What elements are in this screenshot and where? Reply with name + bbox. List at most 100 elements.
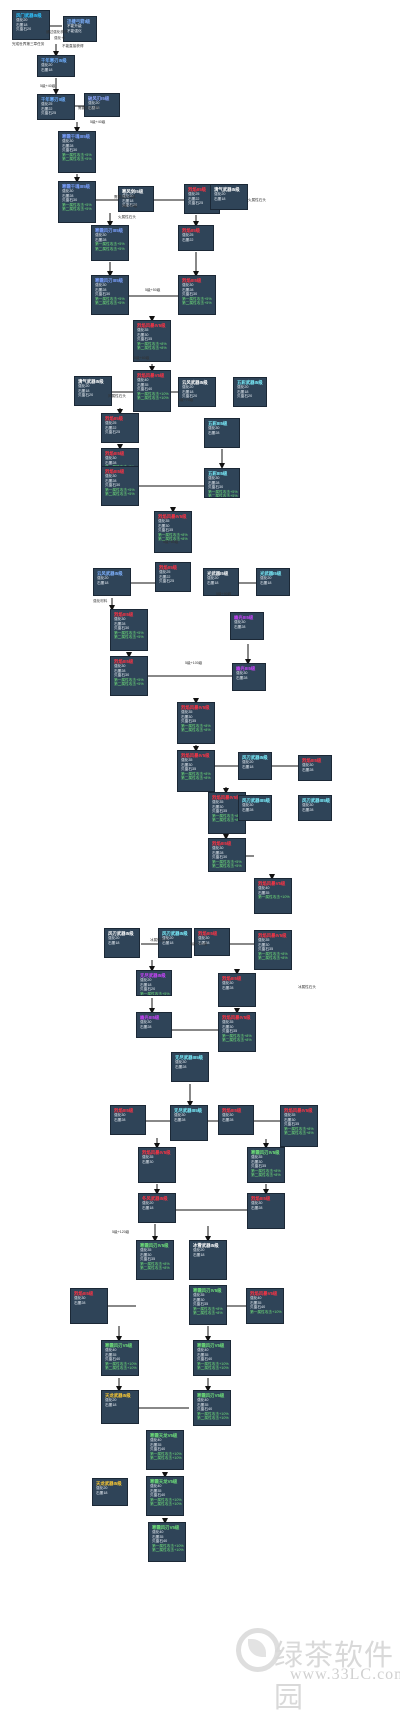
node-title: 烈焰III5级 [251, 1196, 271, 1201]
node-title: 五彩III5级 [208, 471, 228, 476]
node-stat-line: 贝晶石35 [222, 1029, 238, 1034]
node-bonus-line: 第二属性攻击+10% [197, 1416, 229, 1421]
node-bonus-line: 第二属性攻击+8% [137, 346, 167, 351]
node-title: 烈焰II5级 [188, 187, 207, 192]
node-stat-line: 强化40 [137, 378, 149, 383]
node-bonus-line: 第一属性攻击+10% [197, 1411, 229, 1416]
node-stat-line: 贝晶石40 [197, 1407, 213, 1412]
node-stat-line: 强化20 [140, 978, 152, 983]
node-title: 风刃武器III5级 [302, 798, 331, 803]
node-stat-line: 石墨22 [159, 574, 171, 579]
edge-note: 5级+90级 [216, 592, 232, 596]
node-bonus-line: 第一属性攻击+10% [250, 1309, 282, 1314]
node-stat-line: 石墨18 [214, 196, 226, 201]
node-bonus-line: 第一属性攻击+10% [197, 1361, 229, 1366]
node-title: 烈焰III5级 [114, 659, 134, 664]
node-stat-line: 强化30 [302, 763, 314, 768]
node-stat-line: 强化30 [234, 620, 246, 625]
node-stat-line: 石墨18 [96, 1490, 108, 1495]
node-stat-line: 强化20 [41, 63, 53, 68]
node-bonus-line: 第一属性攻击+10% [152, 1543, 184, 1548]
node-bonus-line: 第一属性攻击+5% [114, 630, 144, 635]
node-stat-line: 石墨18 [193, 1252, 205, 1257]
node-title: 烈焰III5级 [222, 976, 242, 981]
node-stat-line: 石墨28 [114, 668, 126, 673]
node-bonus-line: 第二属性攻击+8% [284, 1131, 314, 1136]
node-stat-line: 石墨28 [208, 480, 220, 485]
node-title: 烈焰III5级 [74, 1291, 94, 1296]
node-stat-line: 强化40 [250, 1296, 262, 1301]
edge-note: 5级+40级 [90, 120, 106, 124]
node-stat-line: 贝晶石35 [181, 767, 197, 772]
node-stat-line: 强化25 [105, 421, 117, 426]
edge-note: 5级+80级 [163, 540, 179, 544]
node-title: 寒霜风刃III5级 [95, 278, 124, 283]
node-stat-line: 石墨18 [41, 67, 53, 72]
node-stat-line: 强化40 [150, 1484, 162, 1489]
node-bonus-line: 第二属性攻击+5% [105, 492, 135, 497]
node-bonus-line: 第一属性攻击+8% [251, 1168, 281, 1173]
node-stat-line: 贝晶石40 [197, 1357, 213, 1362]
node-bonus-line: 第一属性攻击+5% [62, 152, 92, 157]
node-stat-line: 强化30 [105, 474, 117, 479]
node-stat-line: 石墨28 [174, 1117, 186, 1122]
node-stat-line: 强化20 [162, 936, 174, 941]
node-stat-line: 强化40 [258, 886, 270, 891]
node-stat-line: 强化20 [237, 385, 249, 390]
node-stat-line: 石墨22 [105, 425, 117, 430]
node-stat-line: 强化30 [114, 617, 126, 622]
node-stat-line: 石墨30 [193, 1297, 205, 1302]
watermark-url: www.33LC.com [290, 1666, 400, 1683]
node-stat-line: 强化40 [197, 1348, 209, 1353]
edge-note: 5级+70级 [178, 398, 194, 402]
node-title: 烈焰风暴V5级 [137, 373, 165, 378]
node-title: 寒霜风刃V5级 [197, 1393, 225, 1398]
node-stat-line: 石墨28 [114, 1117, 126, 1122]
node-title: 清气武器I5级 [214, 187, 240, 192]
node-title: 烈焰风暴IV5级 [181, 753, 210, 758]
node-stat-line: 石墨28 [95, 287, 107, 292]
node-title: 烈焰III5级 [222, 1108, 242, 1113]
node-bonus-line: 第一属性攻击+5% [95, 296, 125, 301]
node-stat-line: 石墨35 [250, 1300, 262, 1305]
node-stat-line: 强化35 [284, 1113, 296, 1118]
node-stat-line: 强化20 [142, 1201, 154, 1206]
node-stat-line: 石墨28 [222, 985, 234, 990]
node-stat-line: 石墨18 [140, 982, 152, 987]
node-title: 冰雪武器I5级 [193, 1243, 219, 1248]
edge-note: 完成世界第三章任务 [12, 42, 45, 46]
node-stat-line: 石墨35 [150, 1488, 162, 1493]
node-bonus-line: 第一属性攻击+10% [137, 391, 169, 396]
node-stat-line: 石墨30 [222, 1024, 234, 1029]
node-stat-line: 强化20 [105, 1398, 117, 1403]
node-stat-line: 贝晶石30 [105, 483, 121, 488]
node-stat-line: 强化35 [181, 710, 193, 715]
edge-note: 需要强化材料 [114, 195, 136, 199]
node-title: 烈焰II5级 [105, 416, 124, 421]
node-title: 云风武器I5级 [182, 380, 208, 385]
node-stat-line: 强化30 [174, 1113, 186, 1118]
node-stat-line: 不能升级 [67, 24, 82, 29]
node-title: 天龙武器I5级 [96, 1481, 122, 1486]
node-stat-line: 石墨35 [150, 1442, 162, 1447]
node-stat-line: 贝晶石25 [159, 579, 175, 584]
upgrade-node-n2: 迅捷弓箭I级不能升级不能强化 [63, 16, 97, 42]
